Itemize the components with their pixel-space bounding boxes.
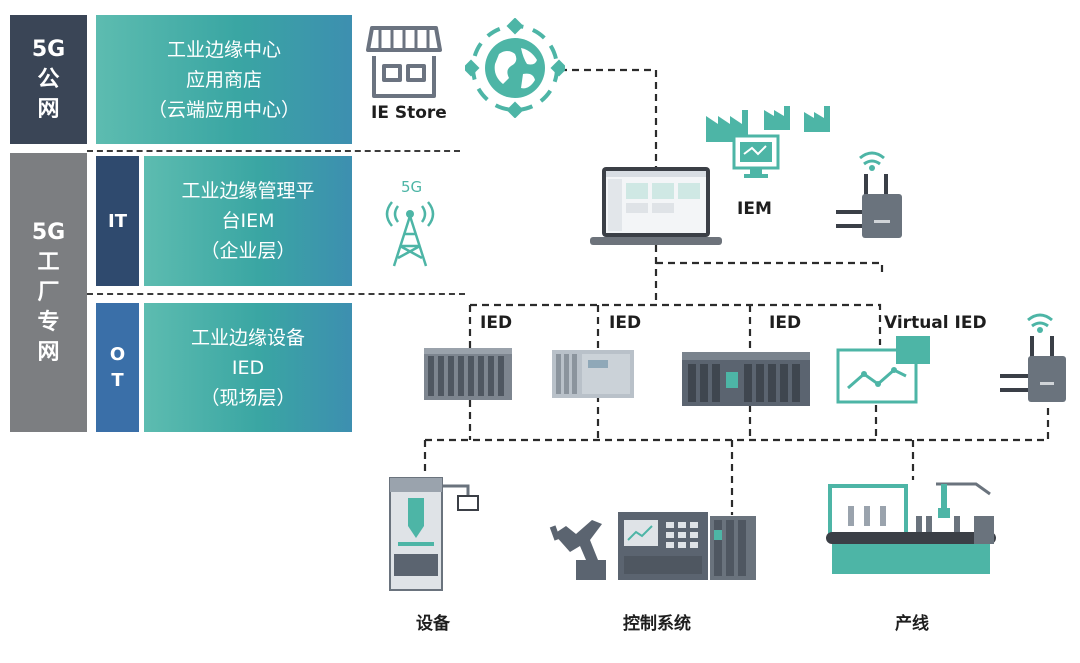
it-layer-tag: IT: [96, 156, 139, 286]
factory-icon: [706, 106, 830, 178]
ied-label-3: IED: [769, 313, 802, 333]
line-ied-bus: [470, 303, 882, 345]
laptop-icon: [590, 167, 722, 245]
ied-label-2: IED: [609, 313, 642, 333]
production-line-icon: [826, 482, 996, 574]
separator-cloud-it: [87, 150, 460, 152]
machine-equipment-icon: [389, 477, 479, 591]
store-icon: [366, 26, 442, 98]
public-network-label: 5G 公 网: [10, 15, 87, 144]
ied-device-text: 工业边缘设备 IED （现场层）: [190, 326, 305, 409]
equipment-label: 设备: [416, 614, 450, 634]
ied-device-block: 工业边缘设备 IED （现场层）: [144, 303, 352, 432]
cloud-app-store-block: 工业边缘中心 应用商店 （云端应用中心）: [96, 15, 352, 144]
virtual-ied-label: Virtual IED: [884, 313, 987, 333]
iem-label: IEM: [737, 199, 772, 219]
line-cloud-to-iem: [560, 68, 658, 175]
virtual-ied-icon: [836, 336, 930, 404]
it-layer-text: IT: [108, 210, 127, 232]
factory-network-label: 5G 工 厂 专 网: [10, 153, 87, 432]
line-to-router-top: [656, 261, 884, 272]
public-network-text: 5G 公 网: [31, 36, 66, 122]
iem-platform-block: 工业边缘管理平 台IEM （企业层）: [144, 156, 352, 286]
ied-label-1: IED: [480, 313, 513, 333]
robot-arm-icon: [549, 520, 606, 580]
ied-device-icon: [424, 348, 512, 400]
separator-it-ot: [87, 293, 465, 295]
line-field-bus: [425, 405, 1050, 442]
factory-network-text: 5G 工 厂 专 网: [31, 219, 66, 365]
production-line-label: 产线: [895, 614, 929, 634]
ot-layer-tag: O T: [96, 303, 139, 432]
ied-device-icon: [552, 350, 634, 398]
cloud-app-store-text: 工业边缘中心 应用商店 （云端应用中心）: [147, 38, 300, 121]
antenna-tower-icon: [385, 201, 435, 267]
control-system-label: 控制系统: [623, 614, 691, 634]
ied-device-icon: [682, 352, 810, 406]
control-panel-icon: [618, 512, 708, 580]
iem-platform-text: 工业边缘管理平 台IEM （企业层）: [181, 180, 315, 262]
wireless-router-icon: [836, 151, 902, 238]
globe-icon: [465, 18, 565, 118]
control-panel-icon: [710, 516, 756, 580]
ie-store-label: IE Store: [371, 103, 447, 123]
ot-layer-text: O T: [109, 343, 126, 391]
wireless-router-icon: [1000, 313, 1066, 402]
signal-5g-label: 5G: [401, 178, 423, 196]
